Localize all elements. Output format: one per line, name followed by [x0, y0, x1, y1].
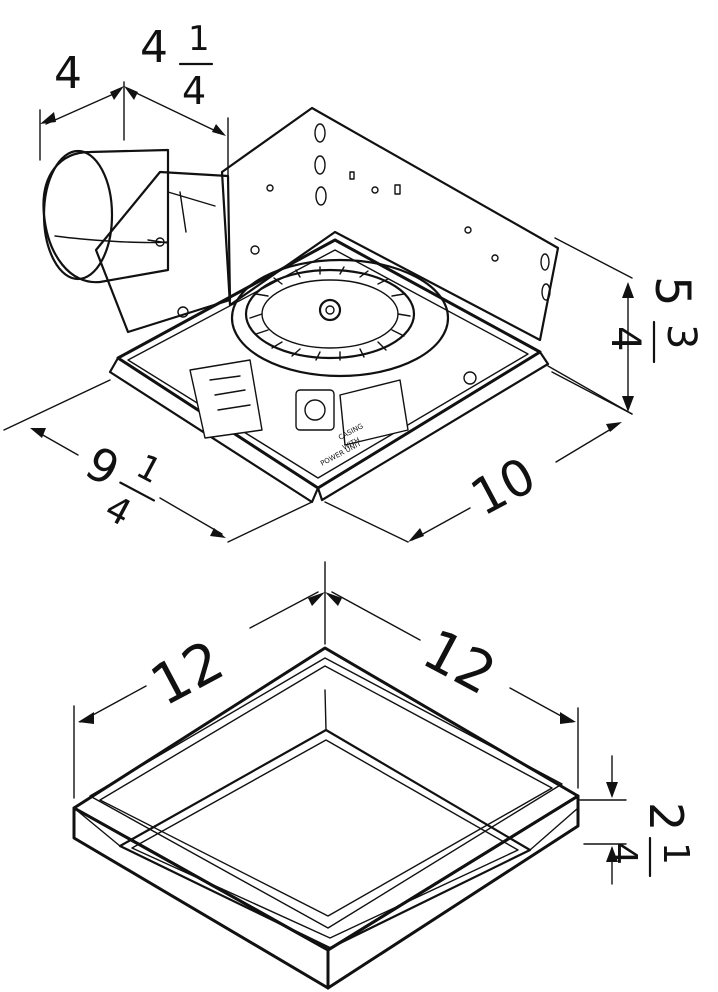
- dim-grille-width-right-value: 12: [412, 617, 505, 708]
- dim-duct-depth: 4: [54, 48, 82, 99]
- grille-right-side: [326, 794, 580, 990]
- grille-inner-panel: [118, 728, 532, 950]
- dim-width-den: 4: [98, 488, 137, 535]
- housing-mount-flange-right: [316, 350, 550, 502]
- housing-dimension-lines: [3, 81, 633, 543]
- dim-grille-width-right: 12: [412, 617, 505, 708]
- dim-collar-length: 4 1 4: [140, 19, 214, 113]
- grille-dimension-lines: [73, 561, 627, 885]
- motor-assembly: [177, 245, 477, 446]
- fan-housing: CASING WITH POWER UNIT: [42, 106, 560, 504]
- dim-collar-length-den: 4: [182, 69, 206, 113]
- duct-adapter: [42, 148, 232, 334]
- grille-cover: [72, 646, 580, 990]
- dim-grille-height-whole: 2: [639, 802, 693, 831]
- dim-length-value: 10: [462, 446, 545, 527]
- dim-grille-height-num: 1: [655, 842, 696, 865]
- dim-length: 10: [462, 446, 545, 527]
- bracket-knockouts: [266, 123, 551, 301]
- dim-height: 5 3 4: [602, 276, 704, 364]
- blower-wheel: [230, 258, 450, 378]
- housing-inner-frame: [127, 249, 529, 479]
- dim-width-num: 1: [130, 447, 168, 492]
- dim-width-whole: 9: [77, 436, 128, 497]
- dim-height-den: 4: [602, 326, 648, 351]
- dim-height-num: 3: [658, 324, 704, 349]
- duct-collar-opening: [42, 149, 114, 281]
- dim-grille-height: 2 1 4: [603, 802, 696, 878]
- dim-duct-depth-value: 4: [54, 48, 82, 99]
- dim-collar-length-num: 1: [188, 19, 210, 59]
- dim-width-bar: [119, 481, 155, 502]
- dim-width: 9 1 4: [77, 436, 168, 535]
- dim-grille-height-den: 4: [603, 842, 644, 865]
- dim-collar-length-whole: 4: [140, 22, 168, 73]
- dim-grille-width-left: 12: [141, 628, 234, 719]
- housing-dimension-arrows: [30, 86, 634, 542]
- dim-height-whole: 5: [644, 276, 700, 307]
- grille-dimension-arrows: [78, 592, 618, 862]
- grille-top-face: [72, 646, 580, 952]
- housing-box: [116, 238, 542, 490]
- housing-back-wall: [220, 106, 560, 342]
- dim-grille-width-left-value: 12: [141, 628, 234, 719]
- grille-left-side: [72, 806, 330, 990]
